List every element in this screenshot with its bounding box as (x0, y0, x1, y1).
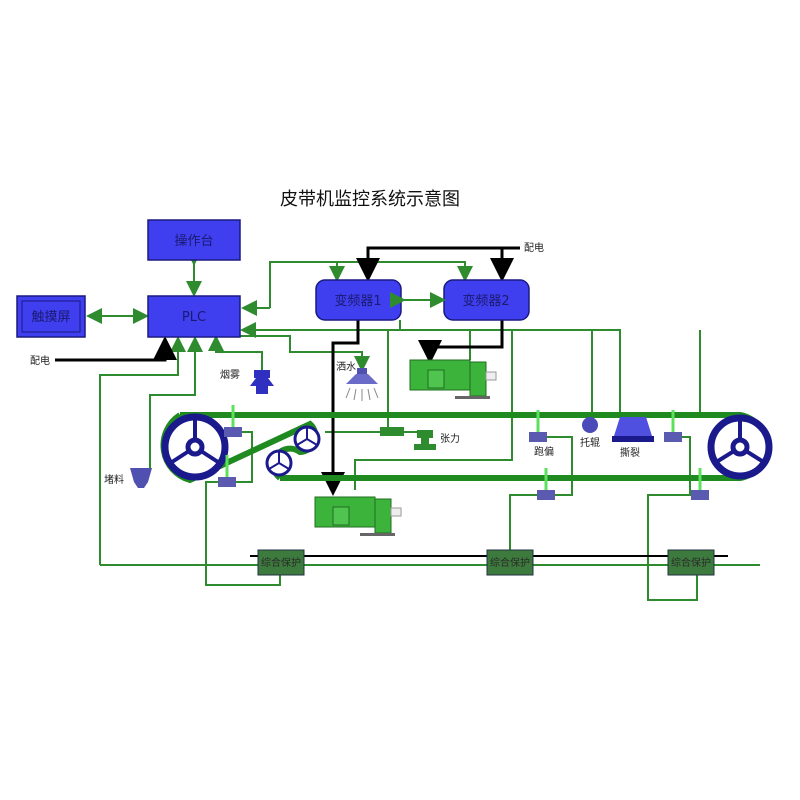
plc-block: PLC (147, 295, 241, 338)
blockage-sensor-icon (130, 468, 152, 488)
blockage-label: 堵料 (104, 473, 124, 486)
tension-label: 张力 (440, 432, 460, 445)
deviation-label: 跑偏 (534, 445, 554, 458)
svg-text:操作台: 操作台 (174, 233, 213, 249)
power-label-top: 配电 (524, 241, 544, 254)
tear-sensor-icon (612, 417, 654, 442)
protection-unit: 综合保护 (257, 549, 305, 576)
signal-lines (55, 246, 760, 601)
svg-text:综合保护: 综合保护 (261, 556, 301, 569)
smoke-label: 烟雾 (220, 368, 240, 381)
svg-text:触摸屏: 触摸屏 (31, 310, 70, 325)
drive-pulley-right-icon (707, 414, 773, 480)
sprinkler-label: 洒水 (336, 360, 356, 373)
tension-weight-icon (414, 430, 436, 450)
svg-text:PLC: PLC (182, 310, 206, 325)
drive-pulley-left-icon (161, 413, 229, 481)
motor-top-icon (409, 359, 497, 399)
protection-unit: 综合保护 (667, 549, 715, 576)
svg-text:变频器1: 变频器1 (334, 293, 381, 309)
motor-bottom-icon (314, 496, 402, 536)
console-block: 操作台 (147, 219, 241, 261)
conveyor-belt (160, 412, 770, 484)
power-label-left: 配电 (30, 354, 50, 367)
idler-sensor-icon (582, 417, 598, 433)
svg-text:变频器2: 变频器2 (462, 293, 509, 309)
deviation-switch-icons (218, 405, 709, 500)
tear-label: 撕裂 (620, 446, 640, 459)
tension-pulley-icon (265, 425, 321, 477)
vfd2-block: 变频器2 (443, 279, 530, 321)
sprinkler-icon (345, 368, 379, 401)
touchscreen-block: 触摸屏 (16, 295, 86, 338)
vfd1-block: 变频器1 (315, 279, 402, 321)
protection-unit: 综合保护 (486, 549, 534, 576)
smoke-sensor-icon (250, 370, 274, 394)
diagram-title: 皮带机监控系统示意图 (280, 189, 460, 210)
svg-text:综合保护: 综合保护 (490, 556, 530, 569)
idler-label: 托辊 (580, 436, 600, 449)
svg-text:综合保护: 综合保护 (671, 556, 711, 569)
tension-coupler-icon (380, 427, 404, 436)
